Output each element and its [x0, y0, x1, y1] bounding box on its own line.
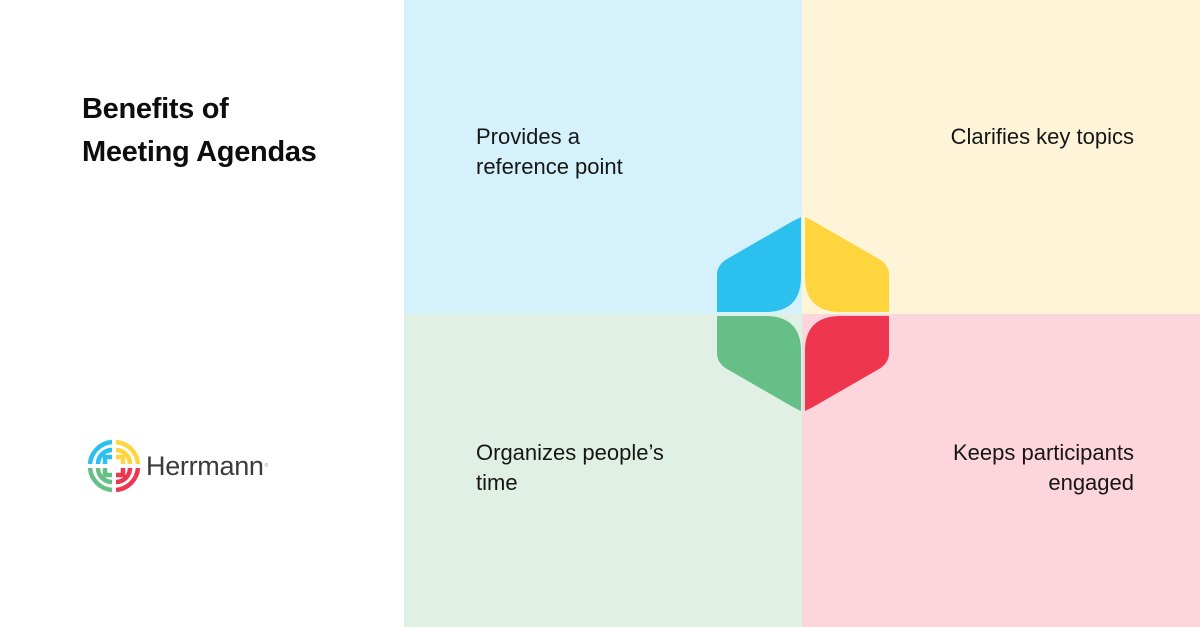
- title-line-2: Meeting Agendas: [82, 136, 317, 168]
- title-line-1: Benefits of: [82, 93, 229, 125]
- benefit-line: time: [476, 470, 518, 495]
- benefit-key-topics: Clarifies key topics: [951, 122, 1134, 152]
- four-color-hexagon-icon: [717, 217, 889, 411]
- benefit-line: Organizes people’s: [476, 440, 664, 465]
- logo-wordmark: Herrmann: [146, 450, 264, 481]
- registered-mark: ®: [264, 463, 269, 469]
- benefit-line: Clarifies key topics: [950, 124, 1134, 149]
- herrmann-logo: Herrmann®: [86, 438, 268, 494]
- benefit-line: Keeps participants: [953, 440, 1134, 465]
- benefit-line: reference point: [476, 154, 623, 179]
- benefit-line: Provides a: [476, 124, 580, 149]
- benefit-reference-point: Provides a reference point: [476, 122, 623, 182]
- benefit-organizes-time: Organizes people’s time: [476, 438, 664, 498]
- herrmann-whole-brain-icon: [87, 439, 141, 493]
- page-title: Benefits of Meeting Agendas: [82, 88, 317, 174]
- benefit-keeps-engaged: Keeps participants engaged: [953, 438, 1134, 498]
- benefit-line: engaged: [1048, 470, 1134, 495]
